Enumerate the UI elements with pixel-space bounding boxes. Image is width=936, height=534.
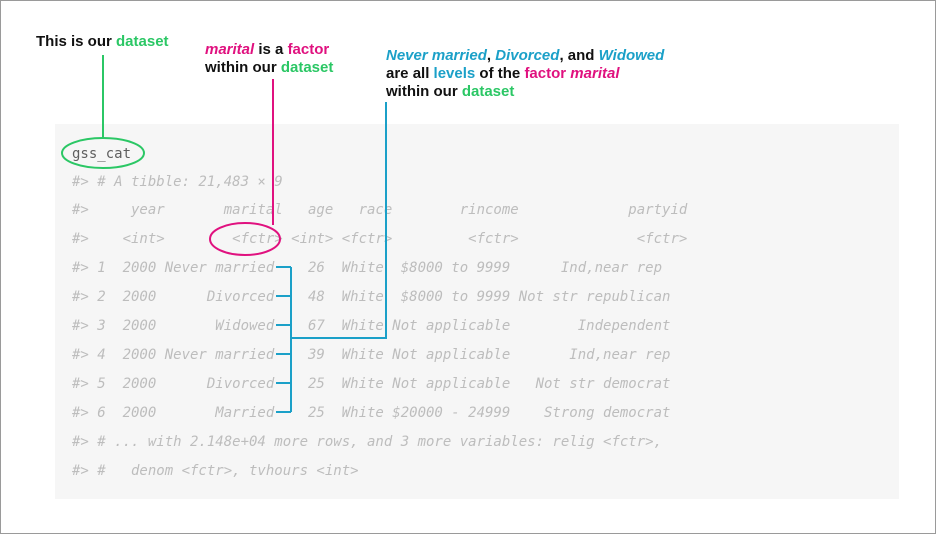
factor-line2-prefix: within our: [205, 59, 281, 76]
levels-annotation-line1: Never married, Divorced, and Widowed: [386, 47, 664, 65]
factor-dataset-word: dataset: [280, 59, 334, 76]
levels-var-name: marital: [570, 65, 620, 82]
factor-word: factor: [287, 41, 330, 58]
factor-annotation-line2: within our dataset: [205, 59, 333, 77]
level-divorced: Divorced: [495, 47, 560, 64]
output-line: #> 6 2000 Married 25 White $20000 - 2499…: [72, 405, 671, 421]
levels-connector-line: [291, 102, 387, 339]
output-line: #> 4 2000 Never married 39 White Not app…: [72, 347, 671, 363]
levels-factor-word: factor: [524, 65, 567, 82]
level-widowed: Widowed: [598, 47, 665, 64]
level-never-married: Never married: [386, 47, 487, 64]
output-line: #> # A tibble: 21,483 × 9: [72, 174, 283, 190]
levels-line3-prefix: within our: [386, 83, 462, 100]
levels-line2-mid: of the: [475, 65, 525, 82]
dataset-annotation-highlight: dataset: [116, 33, 169, 50]
output-line: #> 5 2000 Divorced 25 White Not applicab…: [72, 376, 671, 392]
output-line: #> <int> <fctr> <int> <fctr> <fctr> <fct…: [72, 231, 688, 247]
levels-line2-prefix: are all: [386, 65, 434, 82]
factor-var-name: marital: [205, 41, 255, 58]
levels-sep2: , and: [559, 47, 599, 64]
output-line: #> 2 2000 Divorced 48 White $8000 to 999…: [72, 289, 671, 305]
levels-dataset-word: dataset: [461, 83, 515, 100]
factor-highlight-ellipse: [209, 222, 281, 256]
factor-line1-mid: is a: [254, 41, 288, 58]
output-line: #> # denom <fctr>, tvhours <int>: [72, 463, 359, 479]
output-line: #> # ... with 2.148e+04 more rows, and 3…: [72, 434, 663, 450]
levels-annotation-line3: within our dataset: [386, 83, 664, 101]
levels-sep1: ,: [486, 47, 496, 64]
levels-annotation-line2: are all levels of the factor marital: [386, 65, 664, 83]
dataset-annotation-prefix: This is our: [36, 33, 117, 50]
code-block: [55, 124, 899, 499]
factor-annotation: marital is a factor within our dataset: [205, 41, 333, 77]
output-line: #> 3 2000 Widowed 67 White Not applicabl…: [72, 318, 671, 334]
output-line: #> 1 2000 Never married 26 White $8000 t…: [72, 260, 663, 276]
dataset-annotation: This is our dataset: [36, 33, 169, 51]
levels-word: levels: [433, 65, 476, 82]
output-line: #> year marital age race rincome partyid: [72, 202, 688, 218]
levels-annotation: Never married, Divorced, and Widowed are…: [386, 47, 664, 101]
factor-annotation-line1: marital is a factor: [205, 41, 333, 59]
dataset-highlight-ellipse: [61, 137, 145, 169]
code-command: gss_cat: [72, 146, 132, 162]
